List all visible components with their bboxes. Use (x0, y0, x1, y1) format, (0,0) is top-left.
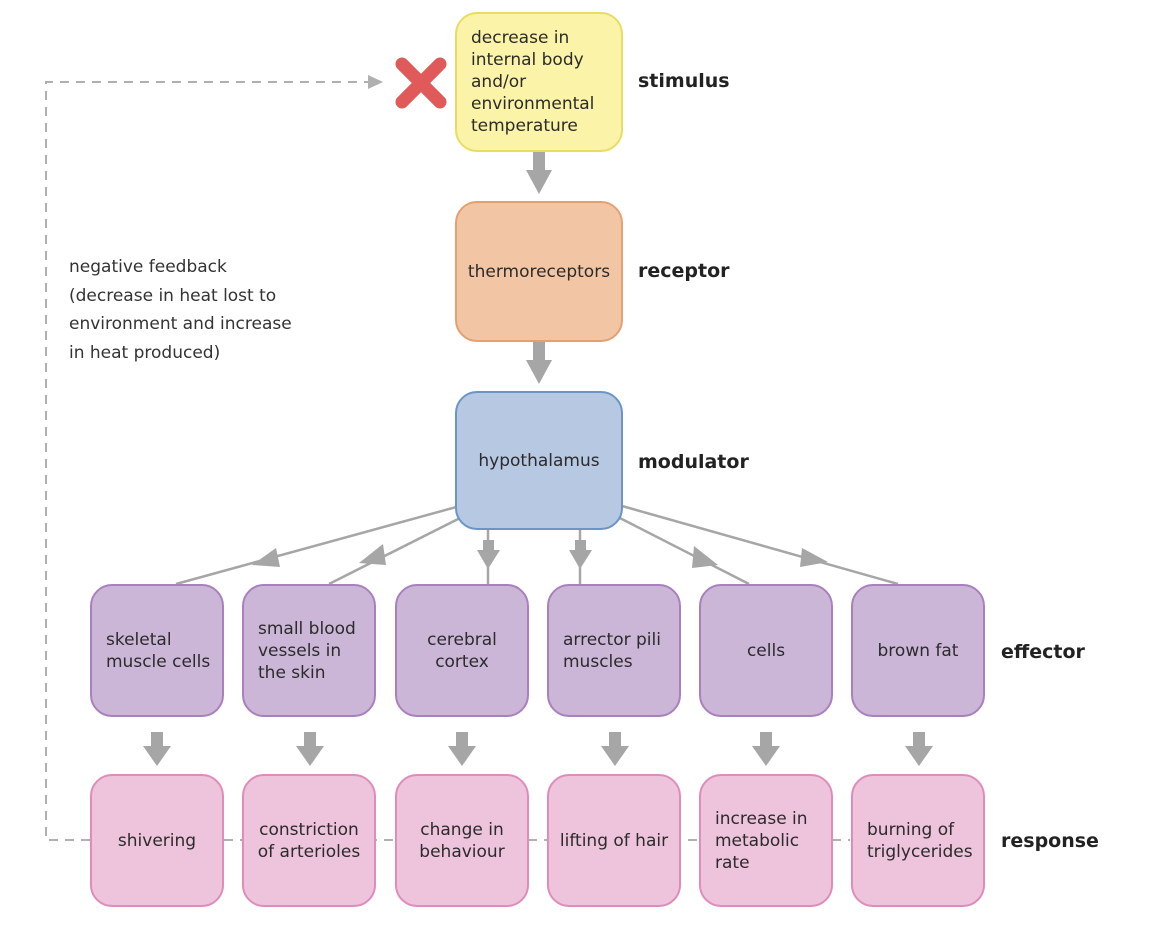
receptor-text: thermoreceptors (467, 261, 611, 282)
effector-text: skeletal muscle cells (106, 629, 211, 672)
arrow-down-icon (905, 732, 933, 766)
arrow-down-icon (477, 540, 500, 569)
modulator-text: hypothalamus (478, 450, 600, 471)
arrow-down-icon (526, 152, 552, 194)
response-box-shivering: shivering (90, 774, 224, 907)
effector-box-cerebral-cortex: cerebral cortex (395, 584, 529, 717)
effector-text: small blood vessels in the skin (258, 618, 356, 683)
stimulus-label: stimulus (638, 70, 730, 92)
response-text: shivering (117, 830, 197, 851)
effector-box-blood-vessels: small blood vessels in the skin (242, 584, 376, 717)
response-box-constriction: constriction of arterioles (242, 774, 376, 907)
arrowhead-icon (252, 548, 280, 567)
effector-box-brown-fat: brown fat (851, 584, 985, 717)
feedback-text: negative feedback (decrease in heat lost… (69, 257, 292, 363)
modulator-box: hypothalamus (455, 391, 623, 530)
arrowhead-icon (692, 546, 718, 568)
effector-box-arrector-pili: arrector pili muscles (547, 584, 681, 717)
arrow-down-icon (601, 732, 629, 766)
arrowhead-icon (800, 548, 828, 567)
arrow-down-icon (296, 732, 324, 766)
response-label: response (1001, 830, 1099, 852)
fan-arrowheads (252, 540, 828, 569)
response-text: constriction of arterioles (257, 819, 361, 862)
receptor-box: thermoreceptors (455, 201, 623, 342)
effector-response-arrows (143, 732, 933, 766)
effector-text: arrector pili muscles (563, 629, 661, 672)
response-text: lifting of hair (559, 830, 669, 851)
modulator-label: modulator (638, 451, 749, 473)
effector-box-cells: cells (699, 584, 833, 717)
effector-box-skeletal-muscle: skeletal muscle cells (90, 584, 224, 717)
response-text: change in behaviour (419, 819, 505, 862)
response-box-triglycerides: burning of triglycerides (851, 774, 985, 907)
arrowhead-icon (359, 544, 386, 565)
response-box-metabolic-rate: increase in metabolic rate (699, 774, 833, 907)
stimulus-box: decrease in internal body and/or environ… (455, 12, 623, 152)
feedback-arrowhead (368, 75, 383, 89)
effector-text: cerebral cortex (427, 629, 497, 672)
effector-text: brown fat (877, 640, 959, 661)
stimulus-text: decrease in internal body and/or environ… (471, 28, 595, 136)
arrow-down-icon (526, 342, 552, 384)
effector-text: cells (746, 640, 786, 661)
response-box-lifting-hair: lifting of hair (547, 774, 681, 907)
response-box-behaviour: change in behaviour (395, 774, 529, 907)
feedback-loop-line (45, 81, 368, 841)
arrow-down-icon (448, 732, 476, 766)
arrow-down-icon (143, 732, 171, 766)
cross-icon (395, 57, 447, 109)
effector-label: effector (1001, 641, 1085, 663)
arrow-down-icon (569, 540, 592, 569)
receptor-label: receptor (638, 260, 730, 282)
response-text: burning of triglycerides (867, 819, 973, 862)
response-text: increase in metabolic rate (715, 808, 808, 873)
arrow-down-icon (752, 732, 780, 766)
